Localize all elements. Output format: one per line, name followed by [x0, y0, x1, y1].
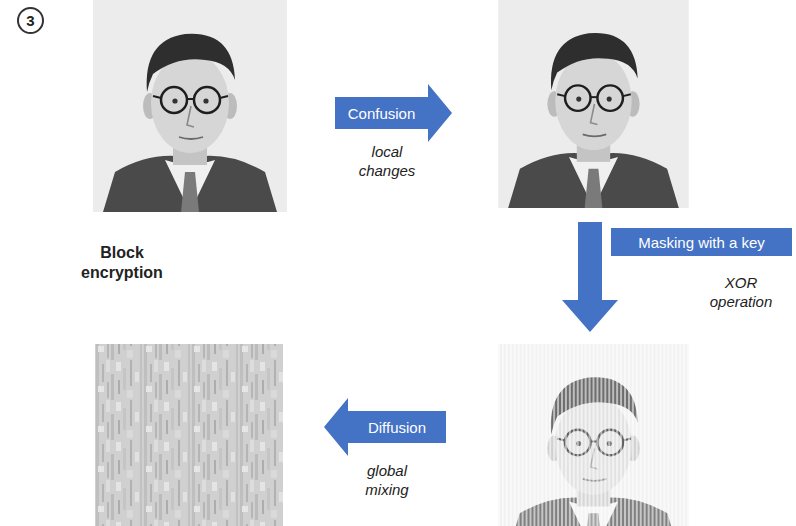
down-arrow [562, 222, 618, 332]
illustration-rect [498, 344, 689, 526]
step-note: local changes [347, 143, 427, 181]
arrow-text-area: Diffusion [348, 411, 446, 443]
step-note: global mixing [347, 462, 427, 500]
arrow-body [324, 398, 446, 456]
portrait-confused [498, 0, 688, 208]
step-name: Masking with a key [638, 234, 765, 251]
illustration-use [498, 0, 688, 208]
illustration-use [93, 0, 287, 212]
illustration-use [498, 344, 689, 526]
step-name: Diffusion [368, 419, 426, 436]
arrow-body [335, 84, 452, 142]
illustration-rect [95, 344, 283, 526]
arrow-text-area: Confusion [335, 97, 428, 129]
portrait-masked [498, 344, 689, 526]
step-name: Confusion [348, 105, 416, 122]
step-label-box: Masking with a key [611, 228, 792, 256]
portrait-diffused [95, 344, 283, 526]
step-arrow: Confusion [335, 84, 452, 142]
callout-number: 3 [26, 12, 34, 29]
step-arrow: Diffusion [324, 398, 446, 456]
step-note: XOR operation [696, 274, 786, 312]
illustration-svg [498, 344, 689, 526]
section-title: Block encryption [67, 243, 177, 283]
illustration-rect [498, 344, 689, 526]
portrait-original [93, 0, 287, 212]
step-number-circle: 3 [17, 7, 44, 34]
illustration-polygon [562, 222, 618, 332]
illustration-rect [95, 344, 283, 526]
